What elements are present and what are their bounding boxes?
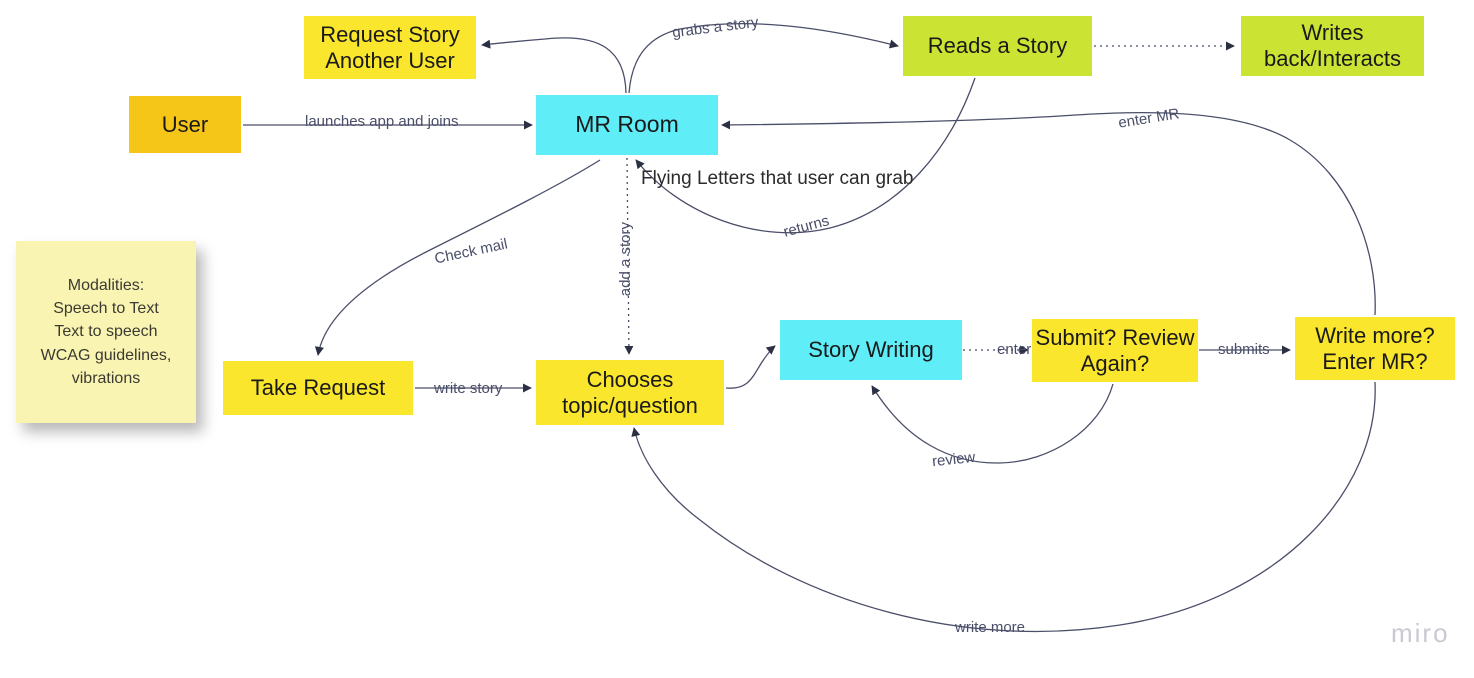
node-user[interactable]: User [129,96,241,153]
node-submit-review-again[interactable]: Submit? Review Again? [1032,319,1198,382]
edge-chooses-to-story-writing [725,345,776,389]
edge-mr-room-to-take-request [314,159,601,356]
edge-write-more-to-mr-room [721,111,1376,316]
edge-label-write-story: write story [434,380,503,397]
edge-label-check-mail: Check mail [433,235,510,268]
edge-label-returns: returns [781,212,832,241]
label-flying-letters: Flying Letters that user can grab [641,168,914,189]
edge-label-submits: submits [1218,341,1270,358]
edge-label-enter: enter [997,341,1032,358]
edge-mr-room-to-request-story [481,37,627,94]
node-reads-a-story[interactable]: Reads a Story [903,16,1092,76]
edge-label-add-a-story: add a story [617,222,634,297]
node-mr-room[interactable]: MR Room [536,95,718,155]
edge-mr-room-to-reads-a-story [628,23,899,94]
node-request-story[interactable]: Request Story Another User [304,16,476,79]
node-take-request[interactable]: Take Request [223,361,413,415]
node-write-more-enter-mr[interactable]: Write more? Enter MR? [1295,317,1455,380]
edge-label-grabs-a-story: grabs a story [671,13,760,42]
edge-mr-room-to-chooses-topic [624,157,634,355]
edge-label-review: review [931,448,977,471]
edge-submit-to-story-writing [871,383,1114,464]
miro-watermark: miro [1391,618,1450,648]
edge-label-write-more: write more [955,619,1026,636]
edge-write-more-to-chooses-topic [631,381,1376,633]
node-story-writing[interactable]: Story Writing [780,320,962,380]
edge-label-enter-mr: enter MR [1117,105,1181,132]
node-writes-back-interacts[interactable]: Writes back/Interacts [1241,16,1424,76]
sticky-note-modalities[interactable]: Modalities: Speech to Text Text to speec… [16,241,196,423]
edge-label-launches-app-and-joins: launches app and joins [305,113,459,130]
node-chooses-topic-question[interactable]: Chooses topic/question [536,360,724,425]
